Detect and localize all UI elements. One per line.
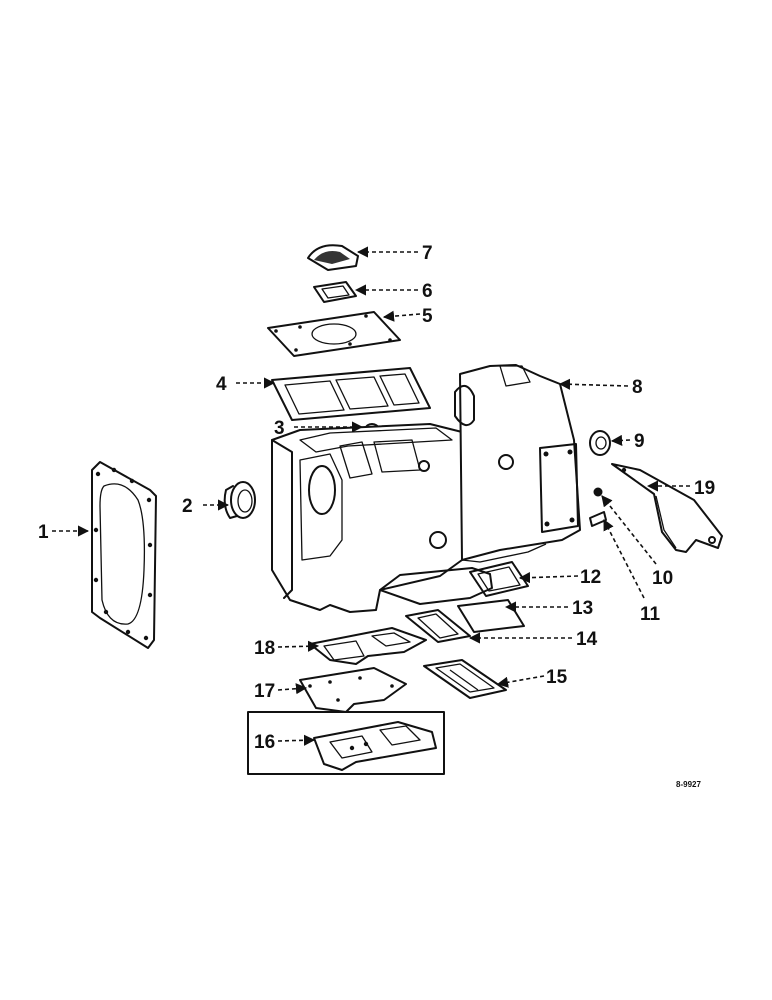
part-12-gasket bbox=[469, 561, 529, 597]
part-4-gasket bbox=[271, 367, 431, 421]
part-5-plate bbox=[267, 311, 401, 357]
part-13-plate bbox=[457, 599, 525, 633]
leader-16 bbox=[277, 734, 316, 746]
part-19-bracket bbox=[611, 463, 723, 553]
callout-3: 3 bbox=[274, 418, 285, 439]
callout-19: 19 bbox=[694, 478, 715, 499]
leader-17 bbox=[277, 683, 308, 695]
leader-5 bbox=[382, 310, 421, 322]
leader-10 bbox=[601, 495, 657, 565]
callout-6: 6 bbox=[422, 281, 433, 302]
leader-9 bbox=[610, 434, 631, 447]
leader-11 bbox=[603, 519, 645, 599]
callout-5: 5 bbox=[422, 306, 433, 327]
leader-lines bbox=[52, 246, 690, 746]
callouts: 1 2 3 4 5 6 7 8 9 10 11 12 13 14 15 16 1… bbox=[38, 243, 715, 789]
part-8-housing bbox=[271, 364, 581, 613]
part-15-cover bbox=[423, 659, 507, 699]
callout-2: 2 bbox=[182, 496, 193, 517]
callout-11: 11 bbox=[640, 604, 661, 625]
callout-13: 13 bbox=[572, 598, 593, 619]
part-17-plate bbox=[299, 667, 407, 713]
leader-12 bbox=[518, 572, 579, 584]
part-10-plug bbox=[593, 487, 603, 497]
part-11-pin bbox=[589, 511, 607, 527]
part-6-gasket bbox=[313, 281, 357, 303]
callout-7: 7 bbox=[422, 243, 433, 264]
callout-1: 1 bbox=[38, 522, 49, 543]
callout-17: 17 bbox=[254, 681, 275, 702]
callout-15: 15 bbox=[546, 667, 568, 688]
part-16-cover bbox=[247, 711, 445, 775]
leader-8 bbox=[558, 378, 629, 390]
callout-4: 4 bbox=[216, 374, 227, 395]
callout-18: 18 bbox=[254, 638, 275, 659]
callout-9: 9 bbox=[634, 431, 645, 452]
callout-10: 10 bbox=[652, 568, 673, 589]
reference-code: 8-9927 bbox=[676, 780, 701, 789]
leader-15 bbox=[496, 675, 545, 688]
callout-16: 16 bbox=[254, 732, 275, 753]
part-7-cover bbox=[307, 244, 359, 271]
part-18-gasket bbox=[309, 627, 427, 665]
callout-8: 8 bbox=[632, 377, 643, 398]
callout-12: 12 bbox=[580, 567, 601, 588]
part-2-seal bbox=[223, 481, 256, 519]
callout-14: 14 bbox=[576, 629, 598, 650]
part-1-gasket bbox=[91, 461, 157, 649]
part-9-seal bbox=[589, 430, 611, 456]
